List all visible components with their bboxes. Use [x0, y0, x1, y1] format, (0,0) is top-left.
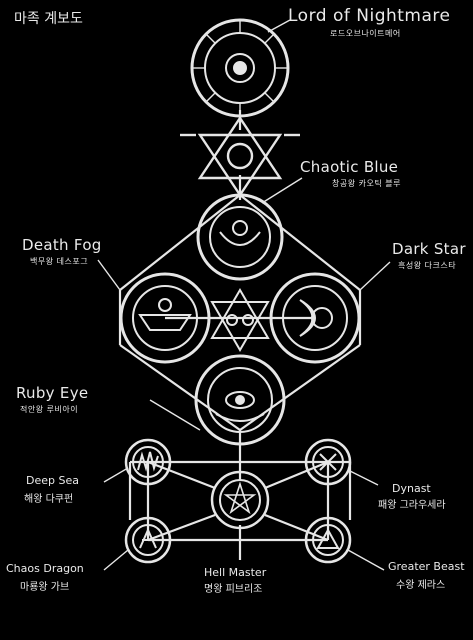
- lord-of-nightmare-ko-label: 로드오브나이트메어: [330, 29, 401, 38]
- hell-master-label: Hell Master: [204, 566, 267, 579]
- deep-sea-ko-label: 해왕 다쿠펀: [24, 494, 74, 505]
- dynast-seal-icon: [304, 438, 352, 486]
- ruby-eye-seal-icon: [194, 354, 286, 446]
- dark-star-label: Dark Star: [392, 240, 466, 258]
- ruby-eye-ko-label: 적안왕 루비아이: [20, 405, 79, 414]
- death-fog-ko-label: 백무왕 데스포그: [30, 257, 89, 266]
- deep-sea-label: Deep Sea: [26, 474, 79, 487]
- ruby-eye-label: Ruby Eye: [16, 384, 89, 402]
- dark-star-ko-label: 흑성왕 다크스타: [398, 261, 457, 270]
- dynast-label: Dynast: [392, 482, 431, 495]
- diagram-title: 마족 계보도: [14, 11, 83, 27]
- chaos-dragon-label: Chaos Dragon: [6, 562, 84, 575]
- greater-beast-seal-icon: [304, 516, 352, 564]
- chaotic-blue-ko-label: 창공왕 카오틱 블루: [332, 179, 401, 188]
- dynast-ko-label: 패왕 그라우세라: [378, 500, 446, 511]
- deep-sea-seal-icon: [124, 438, 172, 486]
- death-fog-label: Death Fog: [22, 236, 102, 254]
- chaos-dragon-seal-icon: [124, 516, 172, 564]
- chaotic-blue-seal-icon: [196, 193, 284, 281]
- greater-beast-label: Greater Beast: [388, 560, 465, 573]
- death-fog-seal-icon: [119, 272, 211, 364]
- hexagram-icon: [180, 115, 300, 198]
- lord-of-nightmare-seal-icon: [190, 18, 290, 118]
- greater-beast-ko-label: 수왕 제라스: [396, 580, 446, 591]
- hell-master-ko-label: 명왕 피브리조: [204, 584, 263, 595]
- lord-of-nightmare-label: Lord of Nightmare: [288, 6, 451, 26]
- chaos-dragon-ko-label: 마룡왕 가브: [20, 582, 70, 593]
- label-leader-lines: [97, 19, 391, 571]
- center-hexagram-icon: [210, 288, 270, 352]
- chaotic-blue-label: Chaotic Blue: [300, 158, 399, 176]
- dark-star-seal-icon: [269, 272, 361, 364]
